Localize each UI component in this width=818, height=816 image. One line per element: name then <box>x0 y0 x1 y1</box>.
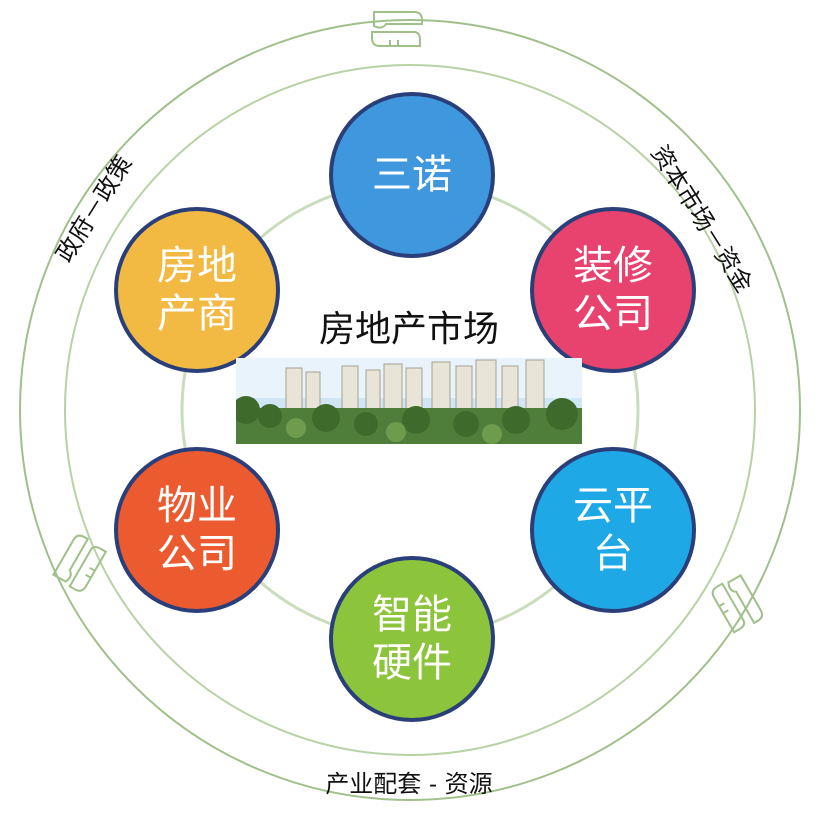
node-decoration-company[interactable]: 装修 公司 <box>530 207 696 373</box>
node-smart-hardware[interactable]: 智能 硬件 <box>329 556 495 722</box>
node-label-line: 台 <box>593 531 633 577</box>
node-label-line: 公司 <box>573 291 653 337</box>
node-label-line: 房地 <box>157 243 237 289</box>
node-label-line: 装修 <box>573 243 653 289</box>
ring-label-industry-support: 产业配套 - 资源 <box>325 770 493 798</box>
node-label-line: 物业 <box>157 483 237 529</box>
node-cloud-platform[interactable]: 云平 台 <box>530 447 696 613</box>
center-title: 房地产市场 <box>318 309 499 350</box>
node-label-line: 公司 <box>157 531 237 577</box>
node-real-estate-developer[interactable]: 房地 产商 <box>114 207 280 373</box>
outer-ring <box>19 19 801 801</box>
node-sannuo[interactable]: 三诺 <box>329 92 495 258</box>
node-label-line: 云平 <box>573 483 653 529</box>
building-illustration <box>236 358 582 444</box>
handshake-icon <box>371 11 423 47</box>
node-label-line: 三诺 <box>372 152 452 198</box>
handshake-icon <box>52 534 108 592</box>
node-label-line: 硬件 <box>372 640 452 686</box>
node-label-line: 智能 <box>372 592 452 638</box>
node-property-company[interactable]: 物业 公司 <box>114 447 280 613</box>
node-label-line: 产商 <box>157 291 237 337</box>
inner-ring <box>64 64 756 756</box>
handshake-icon <box>711 574 764 634</box>
building-photo <box>236 358 582 444</box>
